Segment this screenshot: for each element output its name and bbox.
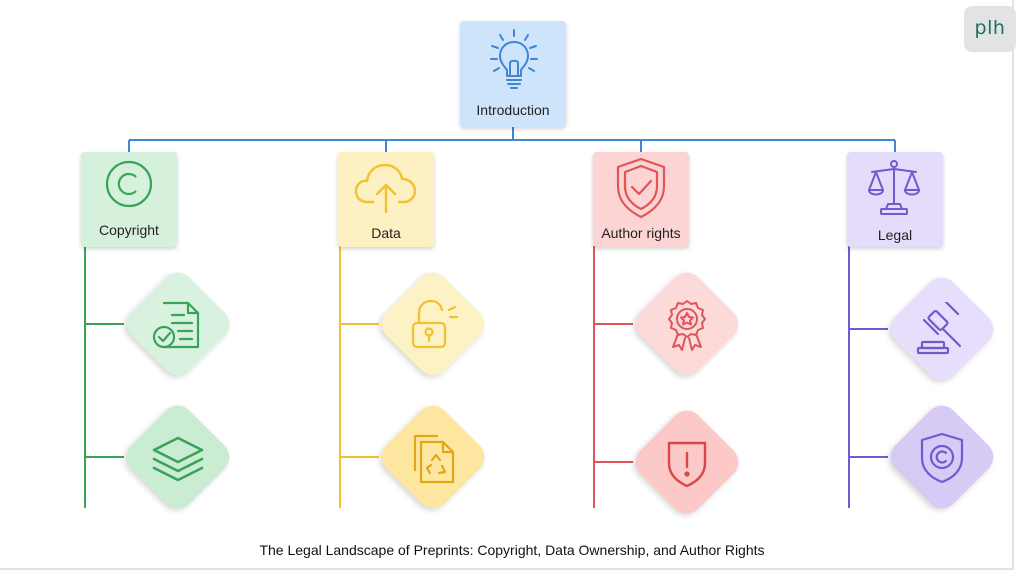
unlocked-padlock-icon: [411, 299, 459, 349]
branch-label-author-rights: Author rights: [601, 225, 681, 241]
cloud-upload-icon: [354, 163, 417, 214]
branch-label-legal: Legal: [877, 227, 913, 243]
branch-node-data: Data: [338, 152, 434, 247]
recycle-files-icon: [413, 434, 455, 484]
branch-node-copyright: Copyright: [81, 152, 177, 247]
document-check-icon: [152, 301, 200, 349]
branch-lines-copyright: [84, 246, 124, 508]
award-ribbon-icon: [668, 300, 706, 351]
branch-label-data: Data: [371, 225, 401, 241]
branch-node-legal: Legal: [847, 152, 943, 247]
scales-icon: [868, 160, 920, 215]
branch-lines-data: [339, 246, 379, 508]
gavel-icon: [916, 302, 962, 355]
shield-check-icon: [616, 157, 666, 219]
diagram-caption: The Legal Landscape of Preprints: Copyri…: [259, 542, 765, 558]
branch-lines-author-rights: [593, 246, 633, 508]
layers-icon: [152, 436, 204, 482]
branch-lines-legal: [848, 246, 888, 508]
lightbulb-icon: [490, 29, 538, 89]
plh-logo[interactable]: plh: [964, 6, 1016, 52]
copyright-shield-icon: [920, 432, 964, 484]
warning-shield-icon: [667, 441, 707, 488]
copyright-icon: [105, 160, 153, 208]
page-frame: [0, 0, 1014, 570]
branch-node-author-rights: Author rights: [593, 152, 689, 247]
branch-label-copyright: Copyright: [99, 222, 159, 238]
root-node-introduction: Introduction: [460, 21, 566, 127]
root-label: Introduction: [476, 102, 550, 118]
